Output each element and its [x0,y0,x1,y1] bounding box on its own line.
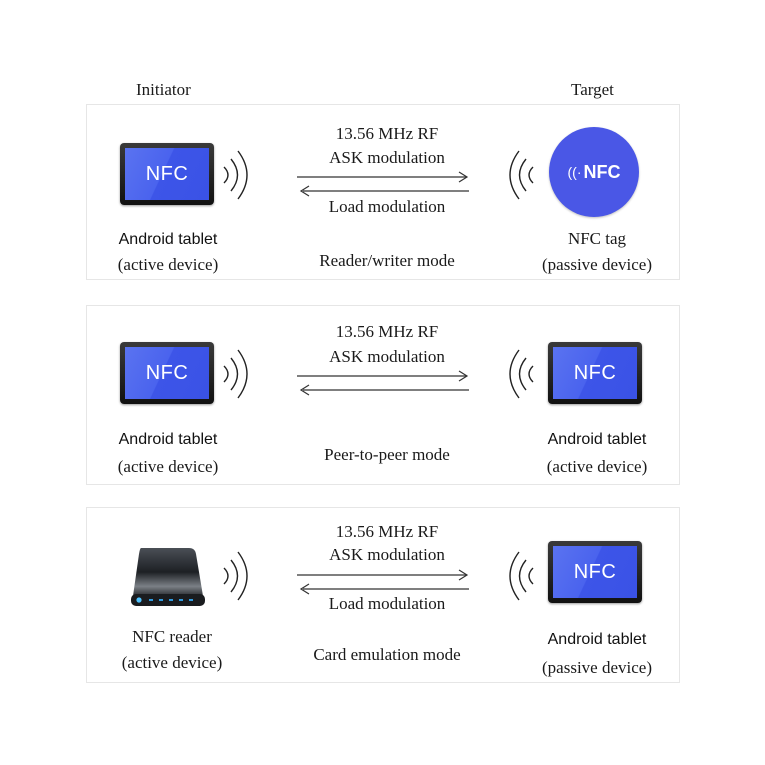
bidirectional-arrows [297,569,469,595]
initiator-header: Initiator [136,80,191,99]
bidirectional-arrows [297,370,469,396]
signal-waves-right-icon [223,150,248,200]
initiator-name: NFC reader [132,627,212,646]
return-modulation-label: Load modulation [328,594,446,613]
tablet-screen-label: NFC [573,361,617,384]
nfc-tag-icon: ((· NFC [549,127,639,217]
signal-waves-left-icon [509,349,534,399]
tablet-screen-label: NFC [145,162,189,185]
signal-waves-left-icon [509,150,534,200]
initiator-name: Android tablet [118,231,218,248]
tablet-screen-label: NFC [145,361,189,384]
bidirectional-arrows [297,171,469,197]
android-tablet-icon: NFC [120,342,214,404]
rf-frequency-label: 13.56 MHz RF [335,522,439,541]
mode-label: Reader/writer mode [319,251,455,270]
initiator-role: (active device) [117,255,219,274]
target-role: (active device) [546,457,648,476]
initiator-role: (active device) [121,653,223,672]
android-tablet-icon: NFC [548,541,642,603]
nfc-wave-glyph: ((· [567,164,582,180]
nfc-reader-icon [131,548,205,606]
initiator-role: (active device) [117,457,219,476]
signal-waves-left-icon [509,551,534,601]
target-name: NFC tag [567,229,627,248]
target-role: (passive device) [542,255,652,274]
modulation-label: ASK modulation [329,347,445,366]
panel-reader-writer: NFC Android tablet (active device) 13.56… [86,104,680,280]
rf-frequency-label: 13.56 MHz RF [335,124,439,143]
modulation-label: ASK modulation [329,545,445,564]
target-role: (passive device) [542,658,652,677]
rf-frequency-label: 13.56 MHz RF [335,322,439,341]
panel-peer-to-peer: NFC Android tablet (active device) 13.56… [86,305,680,485]
android-tablet-icon: NFC [548,342,642,404]
initiator-name: Android tablet [118,431,218,448]
target-header: Target [571,80,614,99]
android-tablet-icon: NFC [120,143,214,205]
target-name: Android tablet [547,631,647,648]
tablet-screen-label: NFC [573,560,617,583]
signal-waves-right-icon [223,551,248,601]
target-name: Android tablet [547,431,647,448]
return-modulation-label: Load modulation [328,197,446,216]
signal-waves-right-icon [223,349,248,399]
mode-label: Card emulation mode [313,645,461,664]
mode-label: Peer-to-peer mode [324,445,450,464]
nfc-tag-label: NFC [583,161,621,182]
modulation-label: ASK modulation [329,148,445,167]
panel-card-emulation: NFC reader (active device) 13.56 MHz RF … [86,507,680,683]
